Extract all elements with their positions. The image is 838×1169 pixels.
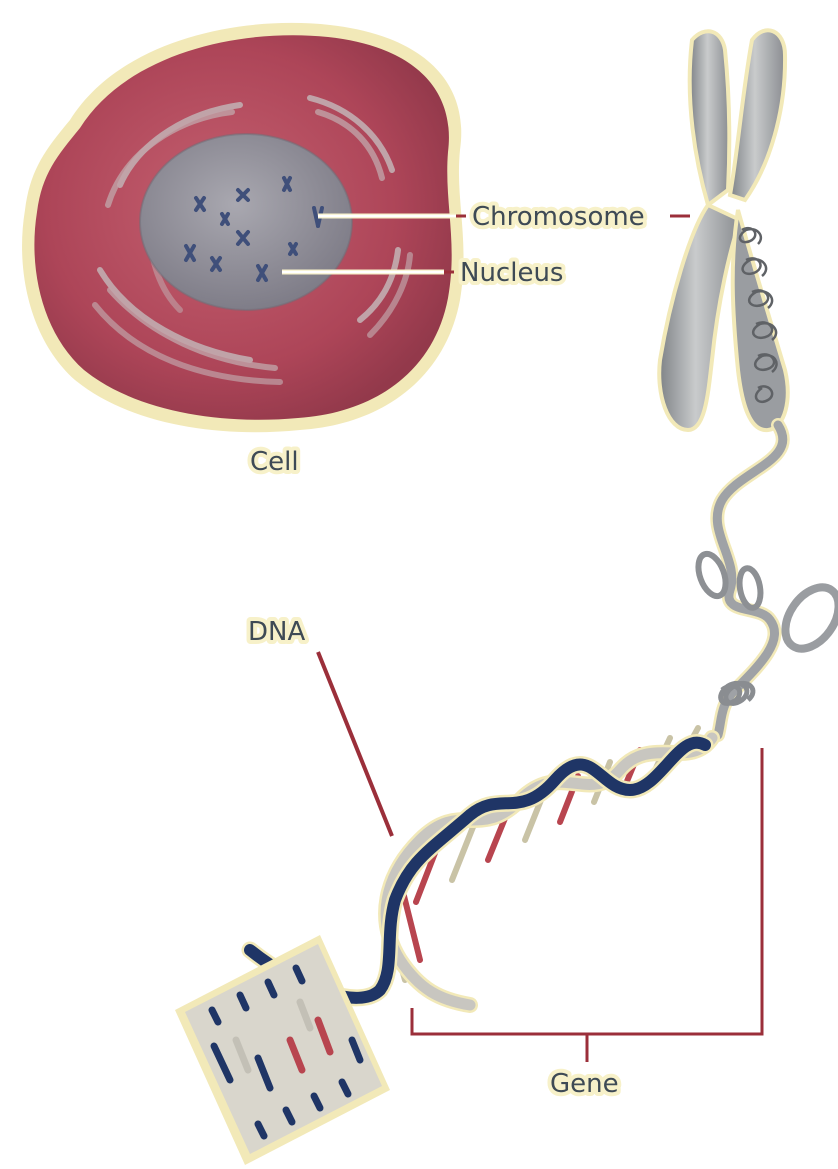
chromatin-strand: [693, 425, 838, 735]
dna-label: DNA: [248, 617, 305, 647]
cell-label: Cell: [250, 447, 299, 477]
dna-ladder: [175, 935, 390, 1165]
gene-label: Gene: [550, 1069, 619, 1099]
chromosome-arm-right-top: [730, 30, 785, 200]
chromosome-label: Chromosome: [472, 202, 645, 232]
chromosome-arm-left-bottom: [659, 205, 740, 430]
chromosome: [659, 30, 787, 430]
cell: [22, 23, 463, 432]
dna-pointer-line: [318, 652, 392, 836]
nucleus-label: Nucleus: [460, 258, 563, 288]
chromosome-arm-left-top: [690, 31, 730, 205]
